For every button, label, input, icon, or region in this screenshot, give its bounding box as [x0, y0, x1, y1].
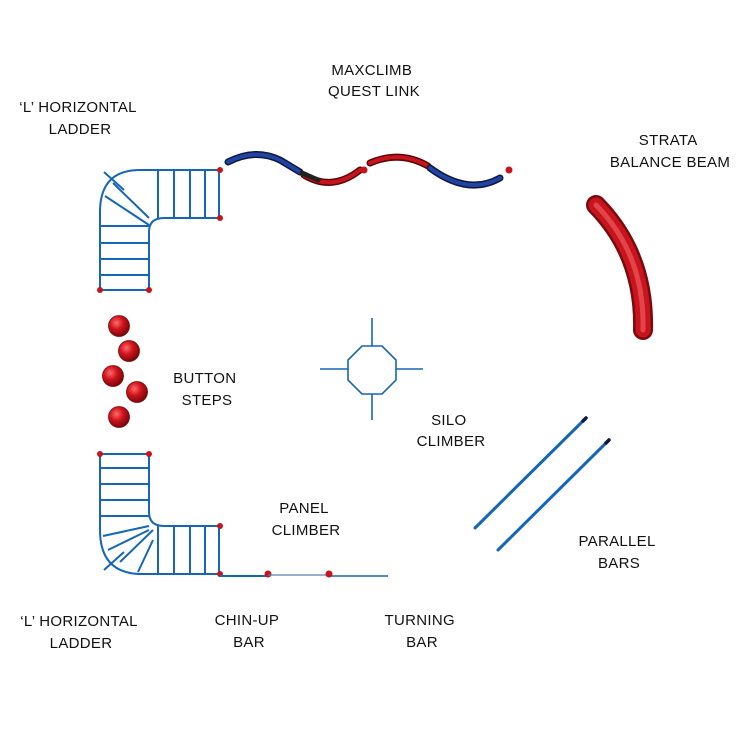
parallel-bar-ends [581, 416, 611, 445]
button-steps [102, 315, 148, 428]
label-button-steps: BUTTON STEPS [173, 370, 241, 409]
l-horizontal-ladder-top [99, 169, 220, 291]
turning-bar [268, 570, 388, 578]
label-chin-up-bar: CHIN-UP BAR [215, 612, 284, 651]
label-l-horizontal-ladder-top: ‘L’ HORIZONTAL LADDER [19, 99, 140, 138]
label-parallel-bars: PARALLEL BARS [578, 533, 659, 572]
silo-climber [320, 318, 423, 420]
maxclimb-quest-link [224, 151, 504, 189]
quest-link-posts [360, 166, 513, 174]
label-maxclimb-quest-link: MAXCLIMB QUEST LINK [328, 62, 420, 100]
l-horizontal-ladder-bottom [99, 453, 220, 575]
label-panel-climber: PANEL CLIMBER [272, 500, 341, 539]
strata-balance-beam [586, 195, 654, 340]
label-silo-climber: SILO CLIMBER [417, 412, 486, 450]
label-l-horizontal-ladder-bottom: ‘L’ HORIZONTAL LADDER [20, 613, 141, 652]
chin-up-bar [220, 570, 272, 578]
label-strata-balance-beam: STRATA BALANCE BEAM [610, 132, 730, 171]
parallel-bars [473, 416, 611, 552]
label-turning-bar: TURNING BAR [385, 612, 460, 651]
ladder-top-posts [97, 167, 223, 293]
